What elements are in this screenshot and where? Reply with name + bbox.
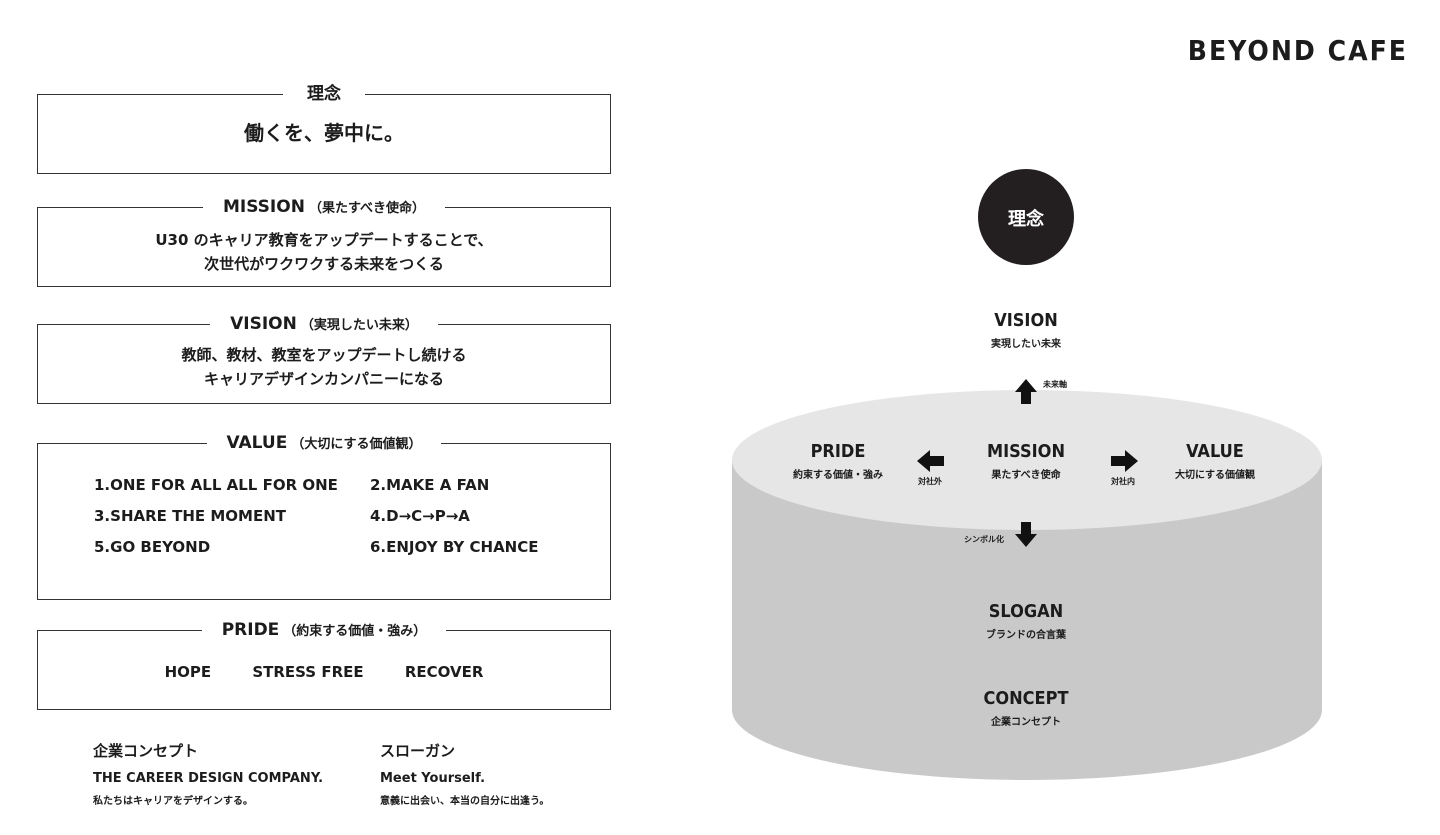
diagram-vision-sub: 実現したい未来 (991, 339, 1061, 350)
value-item: 6.ENJOY BY CHANCE (370, 538, 539, 556)
mission-line-2: 次世代がワクワクする未来をつくる (204, 255, 444, 273)
pride-item: RECOVER (404, 663, 484, 681)
pride-title: PRIDE (221, 620, 280, 640)
diagram-mission-sub: 果たすべき使命 (991, 470, 1061, 481)
diagram-slogan-sub: ブランドの合言葉 (986, 630, 1066, 641)
mission-subtitle: （果たすべき使命） (308, 201, 426, 216)
pride-box: PRIDE（約束する価値・強み） HOPE STRESS FREE RECOVE… (37, 618, 611, 710)
diagram-value-title: VALUE (1186, 441, 1244, 462)
arrow-left-label: 対社外 (918, 477, 942, 486)
cylinder-top (732, 390, 1322, 530)
arrow-up-label: 未来軸 (1043, 380, 1067, 389)
slogan-line-1: Meet Yourself. (380, 771, 486, 786)
diagram-value-sub: 大切にする価値観 (1174, 470, 1256, 481)
concept-line-1: THE CAREER DESIGN COMPANY. (93, 771, 324, 786)
brand-logo: BEYOND CAFE (1187, 34, 1408, 67)
diagram-mission-title: MISSION (987, 441, 1065, 462)
value-item: 5.GO BEYOND (94, 538, 211, 556)
footer-concept: 企業コンセプト THE CAREER DESIGN COMPANY. 私たちはキ… (93, 740, 323, 807)
slogan-line-2: 意義に出会い、本当の自分に出逢う。 (380, 796, 550, 807)
pride-item: STRESS FREE (252, 663, 364, 681)
diagram-pride: PRIDE 約束する価値・強み (793, 441, 883, 481)
arrow-down-icon (1015, 522, 1037, 547)
diagram-vision-title: VISION (994, 310, 1058, 331)
arrow-down-label: シンボル化 (964, 535, 1004, 544)
diagram-concept: CONCEPT 企業コンセプト (983, 688, 1068, 728)
arrow-up-icon (1015, 379, 1037, 404)
value-box: VALUE（大切にする価値観） 1.ONE FOR ALL ALL FOR ON… (37, 431, 611, 600)
arrow-right-label: 対社内 (1111, 477, 1135, 486)
pride-subtitle: （約束する価値・強み） (283, 624, 427, 639)
rinen-circle (978, 169, 1074, 265)
mission-line-1: U30 のキャリア教育をアップデートすることで、 (155, 231, 493, 249)
vision-line-2: キャリアデザインカンパニーになる (203, 370, 444, 388)
slogan-heading: スローガン (380, 742, 456, 760)
concept-line-2: 私たちはキャリアをデザインする。 (93, 796, 253, 807)
diagram-pride-sub: 約束する価値・強み (793, 470, 883, 481)
diagram-concept-sub: 企業コンセプト (991, 717, 1061, 728)
diagram-value: VALUE 大切にする価値観 (1175, 441, 1255, 481)
vision-subtitle: （実現したい未来） (300, 318, 418, 333)
pride-item: HOPE (164, 663, 212, 681)
diagram-slogan: SLOGAN ブランドの合言葉 (986, 601, 1066, 641)
rinen-circle-label: 理念 (1008, 209, 1044, 230)
diagram-vision: VISION 実現したい未来 (991, 310, 1061, 350)
mission-box: MISSION（果たすべき使命） U30 のキャリア教育をアップデートすることで… (37, 195, 611, 287)
rinen-box: 理念 働くを、夢中に。 (37, 84, 611, 174)
diagram-pride-title: PRIDE (810, 441, 866, 462)
rinen-body: 働くを、夢中に。 (244, 121, 404, 145)
footer-slogan: スローガン Meet Yourself. 意義に出会い、本当の自分に出逢う。 (380, 740, 549, 807)
concept-heading: 企業コンセプト (93, 742, 199, 760)
vision-line-1: 教師、教材、教室をアップデートし続ける (181, 346, 467, 364)
diagram-mission: MISSION 果たすべき使命 (987, 441, 1065, 481)
diagram-slogan-title: SLOGAN (988, 601, 1064, 622)
value-item: 1.ONE FOR ALL ALL FOR ONE (94, 476, 338, 494)
value-title: VALUE (226, 433, 288, 453)
cylinder-side (732, 460, 1322, 780)
diagram-concept-title: CONCEPT (983, 688, 1069, 709)
cylinder-diagram (732, 169, 1322, 780)
value-item: 3.SHARE THE MOMENT (94, 507, 287, 525)
value-item: 2.MAKE A FAN (370, 476, 490, 494)
mission-title: MISSION (222, 197, 305, 217)
value-subtitle: （大切にする価値観） (291, 437, 422, 452)
arrow-left-icon (917, 450, 944, 472)
value-item: 4.D→C→P→A (370, 507, 470, 525)
vision-title: VISION (230, 314, 297, 334)
rinen-title: 理念 (283, 84, 365, 104)
vision-box: VISION（実現したい未来） 教師、教材、教室をアップデートし続ける キャリア… (37, 312, 611, 404)
arrow-right-icon (1111, 450, 1138, 472)
